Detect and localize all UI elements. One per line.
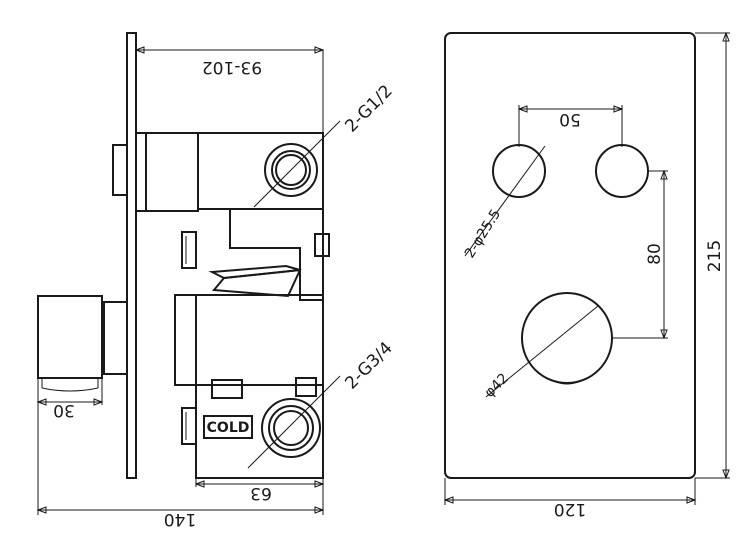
svg-text:215: 215 xyxy=(705,240,725,272)
svg-text:2-φ25.5: 2-φ25.5 xyxy=(462,207,504,262)
side-view: COLD 2-G1/2 2-G3/4 93-102 xyxy=(36,32,397,529)
outlet-port-upper xyxy=(253,120,341,208)
inlet-thread-label: 2-G3/4 xyxy=(341,338,396,393)
wall-plate xyxy=(126,32,137,479)
front-view: 50 80 215 120 xyxy=(443,31,730,519)
button-right xyxy=(595,144,649,198)
inlet-tab-right xyxy=(295,377,317,397)
handle-spindle xyxy=(103,301,128,375)
dim-handle-depth: 30 xyxy=(36,378,104,420)
stem-stub-upper xyxy=(112,144,128,196)
bracket-lower xyxy=(211,268,302,298)
svg-text:63: 63 xyxy=(250,483,272,503)
side-nut-lower xyxy=(181,407,197,445)
inlet-housing-lower xyxy=(195,384,324,479)
dim-width: 120 xyxy=(443,478,697,519)
dim-height: 215 xyxy=(695,31,730,480)
button-diameter-leader: 2-φ25.5 xyxy=(462,145,546,262)
svg-text:140: 140 xyxy=(164,509,196,529)
svg-text:80: 80 xyxy=(645,243,665,265)
inlet-tab-left xyxy=(211,379,243,399)
inlet-port-lower xyxy=(247,375,341,469)
svg-text:50: 50 xyxy=(559,109,581,129)
control-knob xyxy=(521,292,613,384)
svg-text:φ42: φ42 xyxy=(482,370,512,400)
side-nut-upper xyxy=(181,231,197,269)
dim-overall-depth: 140 xyxy=(36,405,325,529)
dim-depth-range: 93-102 xyxy=(134,33,325,133)
dim-vertical-spacing: 80 xyxy=(612,169,668,340)
cold-label-box xyxy=(203,415,253,439)
handle-knob xyxy=(37,295,103,379)
button-left xyxy=(492,144,546,198)
cold-label: COLD xyxy=(207,420,250,436)
center-body xyxy=(174,294,324,386)
dim-button-spacing: 50 xyxy=(517,105,624,147)
svg-text:93-102: 93-102 xyxy=(202,57,262,77)
clip-right xyxy=(314,233,330,257)
dim-body-depth: 63 xyxy=(194,478,325,503)
knob-diameter-leader: φ42 xyxy=(482,305,599,401)
outlet-housing-upper xyxy=(197,132,324,210)
outlet-thread-label: 2-G1/2 xyxy=(341,81,396,136)
cover-plate xyxy=(444,32,696,479)
svg-text:120: 120 xyxy=(554,499,586,519)
svg-text:30: 30 xyxy=(53,400,75,420)
valve-body xyxy=(229,209,324,301)
